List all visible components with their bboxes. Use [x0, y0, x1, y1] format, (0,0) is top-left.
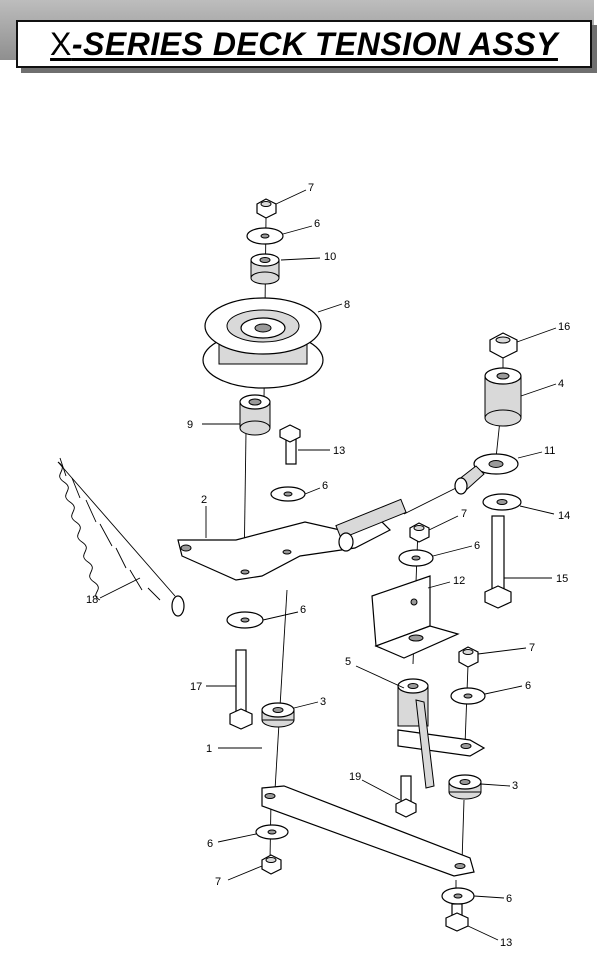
callout-labels: 7 6 10 8 16 4 9 13 11 6 2 7 14 6 15 12 1… — [86, 182, 570, 949]
bolt-part-17 — [229, 649, 253, 730]
callout-leader-lines — [99, 189, 557, 941]
spacer-part-3-left — [261, 702, 295, 728]
rod-end-part-11 — [454, 453, 519, 495]
callout-3: 3 — [512, 780, 518, 792]
title-box: X-SERIES DECK TENSION ASSY — [16, 20, 592, 68]
idler-arm-part-2 — [177, 498, 407, 581]
idler-pulley-part-8 — [202, 297, 324, 389]
hex-nut-part-16 — [489, 332, 518, 359]
callout-7: 7 — [461, 508, 467, 520]
callout-6: 6 — [300, 604, 306, 616]
callout-7: 7 — [529, 642, 535, 654]
pivot-arm-part-5 — [397, 678, 486, 789]
callout-9: 9 — [187, 419, 193, 431]
callout-7: 7 — [215, 876, 221, 888]
callout-6: 6 — [506, 893, 512, 905]
callout-19: 19 — [349, 771, 361, 783]
hex-nut-part-7-bottom — [261, 854, 282, 875]
callout-3: 3 — [320, 696, 326, 708]
callout-13: 13 — [500, 937, 512, 949]
washer-part-14 — [482, 493, 522, 511]
title-prefix: X — [50, 26, 72, 62]
title-rest: -SERIES DECK TENSION ASSY — [71, 26, 558, 62]
washer-part-6-bottom-right — [441, 887, 475, 905]
callout-4: 4 — [558, 378, 564, 390]
bolt-part-19 — [395, 775, 417, 818]
callout-17: 17 — [190, 681, 202, 693]
washer-part-6-top — [246, 227, 284, 245]
bolt-part-13-upper — [279, 424, 301, 465]
callout-14: 14 — [558, 510, 570, 522]
spacer-part-4 — [484, 367, 522, 427]
spacer-part-3-right — [448, 774, 482, 800]
page-title: X-SERIES DECK TENSION ASSY — [18, 26, 590, 63]
callout-15: 15 — [556, 573, 568, 585]
callout-2: 2 — [201, 494, 207, 506]
callout-5: 5 — [345, 656, 351, 668]
washer-part-6-left — [226, 611, 264, 629]
callout-8: 8 — [344, 299, 350, 311]
washer-part-6-mid — [270, 486, 306, 502]
washer-part-6-bottom-left — [255, 824, 289, 840]
tension-spring-part-18 — [57, 457, 185, 617]
callout-6: 6 — [322, 480, 328, 492]
washer-part-6-right-mid — [398, 549, 434, 567]
callout-13: 13 — [333, 445, 345, 457]
callout-10: 10 — [324, 251, 336, 263]
washer-part-6-right — [450, 687, 486, 705]
callout-12: 12 — [453, 575, 465, 587]
spacer-part-9 — [239, 394, 271, 436]
callout-6: 6 — [314, 218, 320, 230]
callout-1: 1 — [206, 743, 212, 755]
callout-6: 6 — [207, 838, 213, 850]
bushing-part-10 — [250, 253, 280, 285]
callout-6: 6 — [525, 680, 531, 692]
hex-nut-part-7-right — [458, 646, 479, 668]
callout-6: 6 — [474, 540, 480, 552]
bolt-part-13-bottom — [445, 903, 469, 932]
callout-11: 11 — [544, 445, 555, 457]
hex-nut-part-7-top — [256, 198, 277, 219]
callout-7: 7 — [308, 182, 314, 194]
hex-nut-part-7-mid — [409, 522, 430, 543]
callout-18: 18 — [86, 594, 98, 606]
callout-16: 16 — [558, 321, 570, 333]
bolt-part-15 — [484, 515, 512, 609]
bracket-part-12 — [371, 575, 460, 659]
link-bar-part-1 — [261, 785, 475, 877]
